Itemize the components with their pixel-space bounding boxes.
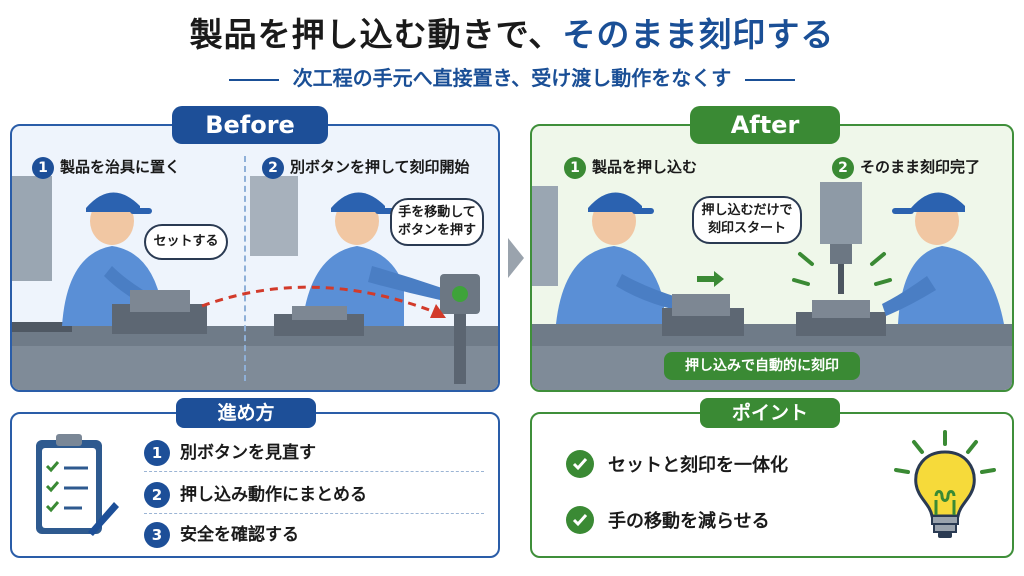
before-panel: 1 製品を治具に置く 2 別ボタンを押して刻印開始 セットする 手を移動して ボタン… xyxy=(10,124,500,392)
workbench-top xyxy=(532,324,1012,346)
method-tag: 進め方 xyxy=(176,398,316,428)
arrow-head xyxy=(430,304,446,318)
title-part2: そのまま刻印する xyxy=(562,15,835,54)
before-step-2: 2 別ボタンを押して刻印開始 xyxy=(262,156,470,179)
after-panel: 1 製品を押し込む 2 そのまま刻印完了 押し込むだけで 刻印スタート 押し込みで自… xyxy=(530,124,1014,392)
method-divider-2 xyxy=(144,513,484,514)
page-title: 製品を押し込む動きで、そのまま刻印する xyxy=(0,8,1024,56)
subtitle-text: 次工程の手元へ直接置き、受け渡し動作をなくす xyxy=(292,66,732,90)
before-step-1: 1 製品を治具に置く xyxy=(32,156,180,179)
machine-bg-left xyxy=(532,186,558,286)
title-part1: 製品を押し込む動きで、 xyxy=(189,15,563,54)
before-step-1-label: 製品を治具に置く xyxy=(60,158,181,176)
after-bubble-line1: 押し込むだけで xyxy=(701,203,793,219)
method-item-1-label: 別ボタンを見直す xyxy=(180,443,316,463)
workpiece-2 xyxy=(292,306,347,320)
method-item-3-num: 3 xyxy=(144,522,170,548)
method-item-2: 2 押し込み動作にまとめる xyxy=(144,480,367,508)
point-item-1: セットと刻印を一体化 xyxy=(566,450,788,478)
check-icon xyxy=(566,506,594,534)
point-item-2: 手の移動を減らせる xyxy=(566,506,770,534)
after-step-1: 1 製品を押し込む xyxy=(564,156,697,179)
before-bubble-move: 手を移動して ボタンを押す xyxy=(390,198,484,246)
after-step-2-label: そのまま刻印完了 xyxy=(860,158,981,176)
method-panel: 1 別ボタンを見直す 2 押し込み動作にまとめる 3 安全を確認する xyxy=(10,412,500,558)
after-tag: After xyxy=(690,106,840,144)
clipboard-icon xyxy=(36,434,119,536)
fixture-left xyxy=(12,322,72,332)
after-step-1-num: 1 xyxy=(564,156,586,179)
before-step-2-label: 別ボタンを押して刻印開始 xyxy=(290,158,470,176)
before-step-1-num: 1 xyxy=(32,156,54,179)
push-arrow-icon xyxy=(697,271,724,287)
method-divider-1 xyxy=(144,471,484,472)
point-item-2-label: 手の移動を減らせる xyxy=(608,511,770,532)
before-bubble-move-line1: 手を移動して xyxy=(398,205,476,221)
workbench-top xyxy=(12,326,498,346)
before-step-2-num: 2 xyxy=(262,156,284,179)
points-tag: ポイント xyxy=(700,398,840,428)
workbench-body xyxy=(12,346,498,390)
after-step-1-label: 製品を押し込む xyxy=(592,158,698,176)
page-subtitle: 次工程の手元へ直接置き、受け渡し動作をなくす xyxy=(0,62,1024,91)
subtitle-dash-right xyxy=(745,78,796,81)
point-item-1-label: セットと刻印を一体化 xyxy=(608,455,788,476)
before-scene xyxy=(12,176,498,390)
after-step-2: 2 そのまま刻印完了 xyxy=(832,156,980,179)
method-item-3: 3 安全を確認する xyxy=(144,520,299,548)
lightbulb-icon xyxy=(894,430,996,538)
method-item-2-num: 2 xyxy=(144,482,170,508)
method-item-2-label: 押し込み動作にまとめる xyxy=(180,485,367,505)
after-step-2-num: 2 xyxy=(832,156,854,179)
before-bubble-move-line2: ボタンを押す xyxy=(397,223,476,238)
machine-bg-mid xyxy=(250,176,298,256)
workpiece-1 xyxy=(130,290,190,312)
after-bubble: 押し込むだけで 刻印スタート xyxy=(692,196,802,244)
check-icon xyxy=(566,450,594,478)
method-item-3-label: 安全を確認する xyxy=(180,525,299,545)
workpiece-2 xyxy=(812,300,870,318)
after-bubble-line2: 刻印スタート xyxy=(707,221,786,236)
arrow-move-path xyxy=(201,285,433,313)
worker-icon xyxy=(556,192,680,324)
method-item-1-num: 1 xyxy=(144,440,170,466)
button-box-icon xyxy=(440,274,480,384)
points-panel: セットと刻印を一体化 手の移動を減らせる xyxy=(530,412,1014,558)
before-tag: Before xyxy=(172,106,328,144)
machine-bg-left xyxy=(12,176,52,281)
method-item-1: 1 別ボタンを見直す xyxy=(144,438,316,466)
before-divider xyxy=(244,156,246,381)
subtitle-dash-left xyxy=(228,78,279,81)
after-auto-label: 押し込みで自動的に刻印 xyxy=(664,352,860,380)
arrow-right-icon xyxy=(508,238,524,278)
before-bubble-set: セットする xyxy=(144,224,228,260)
stamping-machine-icon xyxy=(820,182,862,294)
worker-icon xyxy=(882,192,1004,324)
impact-lines xyxy=(792,252,892,286)
workpiece-1 xyxy=(672,294,730,316)
